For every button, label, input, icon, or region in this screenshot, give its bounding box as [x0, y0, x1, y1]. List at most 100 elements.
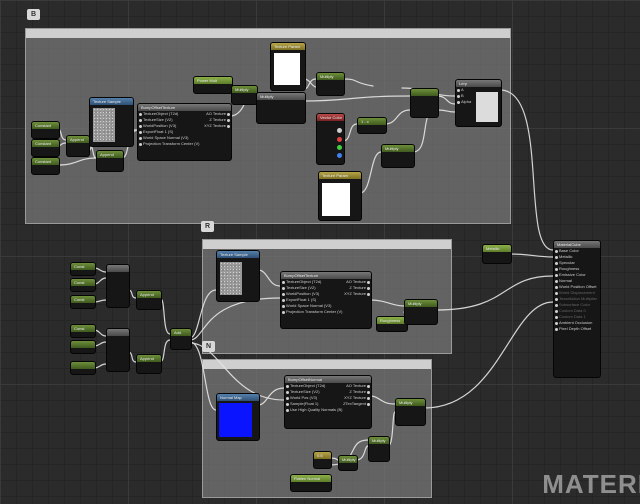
texture-parameter-node[interactable]: Texture Param	[270, 42, 306, 91]
input-pin[interactable]: TextureObject (T2d)	[281, 279, 342, 285]
input-pin-normal[interactable]: Normal	[554, 278, 600, 284]
bump-offset-texture-node[interactable]: BumpOffsetTexture TextureObject (T2d) Te…	[137, 103, 232, 161]
append-node[interactable]: Append	[66, 135, 90, 157]
multiply-node[interactable]: Multiply	[316, 72, 345, 96]
texture-sample-node[interactable]: Texture Sample	[89, 97, 134, 147]
input-pin-emissive[interactable]: Emissive Color	[554, 272, 600, 278]
multiply-node[interactable]	[410, 88, 439, 118]
input-pin-wpo[interactable]: World Position Offset	[554, 284, 600, 290]
input-pin-specular[interactable]: Specular	[554, 260, 600, 266]
normal-map-sample-node[interactable]: Normal Map	[216, 393, 260, 441]
input-pin-a[interactable]: A	[456, 87, 501, 93]
input-pin[interactable]: TextureObject (T2d)	[285, 383, 342, 389]
one-minus-node[interactable]: 1 - x	[357, 117, 387, 134]
input-pin[interactable]: Sample(Float 1)	[285, 401, 342, 407]
input-pin[interactable]: Projection Transform Center (V)	[138, 141, 199, 147]
output-pin[interactable]: AO Texture	[342, 279, 371, 285]
pin-blue[interactable]	[337, 153, 342, 158]
comment-bubble-r[interactable]: R	[201, 221, 214, 232]
input-pin[interactable]: TextureSize (V2)	[138, 117, 199, 123]
multiply-node[interactable]: Multiply	[368, 436, 390, 462]
pin-red[interactable]	[337, 137, 342, 142]
output-pin[interactable]: XYZ Texture	[199, 123, 231, 129]
input-pin[interactable]: WorldPosition (V3)	[281, 291, 342, 297]
input-pin-tessellation[interactable]: Tessellation Multiplier	[554, 296, 600, 302]
constant-node[interactable]	[70, 361, 96, 375]
node-title: Power Mult	[194, 77, 232, 84]
append-node[interactable]: Append	[136, 354, 162, 374]
output-pin[interactable]: Z Texture	[342, 389, 371, 395]
node-title	[107, 329, 129, 336]
constant-node[interactable]: Const	[70, 262, 96, 276]
input-pin[interactable]: TextureSize (V2)	[281, 285, 342, 291]
bump-offset-normal-node[interactable]: BumpOffsetNormal TextureObject (T2d) Tex…	[284, 375, 372, 429]
output-pin[interactable]: XYZ Texture	[342, 395, 371, 401]
constant-node[interactable]	[70, 340, 96, 354]
input-pin-custom1[interactable]: Custom Data 1	[554, 314, 600, 320]
multiply-node[interactable]: Multiply	[231, 85, 258, 105]
constant-node[interactable]: Const	[70, 295, 96, 309]
input-pin-displacement[interactable]: World Displacement	[554, 290, 600, 296]
input-pin-metallic[interactable]: Metallic	[554, 254, 600, 260]
pin-green[interactable]	[337, 145, 342, 150]
input-pin-base-color[interactable]: Base Color	[554, 248, 600, 254]
input-pin[interactable]: ExportFloat 1 (S)	[281, 297, 342, 303]
constant-node[interactable]: 0.5	[313, 451, 332, 469]
multiply-node[interactable]: Multiply	[404, 299, 438, 325]
node-title: 1 - x	[358, 118, 386, 125]
pin-white[interactable]	[337, 128, 342, 133]
append-node[interactable]	[106, 328, 130, 372]
input-pin[interactable]: World Space Normal (V3)	[138, 135, 199, 141]
constant-node[interactable]: Constant	[31, 139, 60, 157]
vector-parameter-node[interactable]: Vector Color	[316, 113, 345, 165]
node-title: Texture Param	[319, 172, 361, 179]
texture-sample-node[interactable]: Texture Sample	[216, 250, 260, 302]
comment-bubble-b[interactable]: B	[27, 9, 40, 20]
bump-offset-texture-node[interactable]: BumpOffsetTexture TextureObject (T2d) Te…	[280, 271, 372, 329]
output-pin[interactable]: AO Texture	[199, 111, 231, 117]
input-pin-ao[interactable]: Ambient Occlusion	[554, 320, 600, 326]
output-pin[interactable]: AO Texture	[342, 383, 371, 389]
output-pin[interactable]: ZTexTangent	[342, 401, 371, 407]
scalar-parameter-node[interactable]: Power Mult	[193, 76, 233, 94]
constant-node[interactable]: Const	[70, 324, 96, 338]
input-pin[interactable]: Use High Quality Normals (B)	[285, 407, 342, 413]
texture-parameter-node[interactable]: Texture Param	[318, 171, 362, 221]
node-title: Multiply	[257, 93, 305, 100]
input-pin-custom0[interactable]: Custom Data 0	[554, 308, 600, 314]
flatten-normal-node[interactable]: Flatten Normal	[290, 474, 332, 492]
input-pin[interactable]: Projection Transform Center (V)	[281, 309, 342, 315]
input-pin[interactable]: World Pos (V3)	[285, 395, 342, 401]
input-pin-pixel-depth[interactable]: Pixel Depth Offset	[554, 326, 600, 332]
multiply-node[interactable]: Multiply	[395, 398, 426, 426]
append-node[interactable]	[106, 264, 130, 308]
add-node[interactable]: Add	[170, 328, 192, 350]
output-pin[interactable]: XYZ Texture	[342, 291, 371, 297]
constant-node[interactable]: Constant	[31, 157, 60, 175]
metallic-parameter-node[interactable]: Metallic	[482, 244, 512, 264]
input-pin[interactable]: TextureSize (V2)	[285, 389, 342, 395]
input-pin[interactable]: World Space Normal (V3)	[281, 303, 342, 309]
multiply-node[interactable]: Multiply	[338, 455, 358, 471]
constant-node[interactable]: Constant	[31, 121, 60, 139]
output-pin[interactable]: Z Texture	[199, 117, 231, 123]
multiply-node[interactable]: Multiply	[256, 92, 306, 124]
comment-bubble-n[interactable]: N	[202, 341, 215, 352]
append-node[interactable]: Append	[96, 150, 124, 172]
input-pin[interactable]: WorldPosition (V3)	[138, 123, 199, 129]
constant-node[interactable]: Const	[70, 278, 96, 292]
input-pin-alpha[interactable]: Alpha	[456, 99, 501, 105]
input-pin-b[interactable]: B	[456, 93, 501, 99]
input-pin-subsurface[interactable]: Subsurface Color	[554, 302, 600, 308]
append-node[interactable]: Append	[136, 290, 162, 310]
input-pin[interactable]: ExportFloat 1 (S)	[138, 129, 199, 135]
node-title: BumpOffsetTexture	[281, 272, 371, 279]
multiply-node[interactable]: Multiply	[381, 144, 415, 168]
node-title: Multiply	[339, 456, 357, 463]
input-pin-roughness[interactable]: Roughness	[554, 266, 600, 272]
lerp-node[interactable]: Lerp A B Alpha	[455, 79, 502, 127]
input-pin[interactable]: TextureObject (T2d)	[138, 111, 199, 117]
output-pin[interactable]: Z Texture	[342, 285, 371, 291]
material-result-node[interactable]: MaterialCube Base Color Metallic Specula…	[553, 240, 601, 378]
node-title: Vector Color	[317, 114, 344, 121]
